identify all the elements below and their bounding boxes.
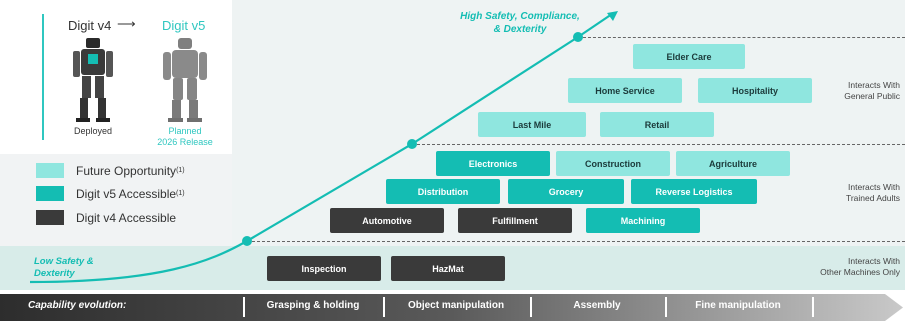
digit-v5-title: Digit v5 [162, 18, 206, 33]
opportunity-electronics: Electronics [436, 151, 550, 176]
high-safety-label: High Safety, Compliance, & Dexterity [430, 10, 610, 36]
stage-divider [383, 297, 385, 317]
high-safety-line2: & Dexterity [493, 24, 547, 35]
stage-grasping-holding: Grasping & holding [266, 300, 360, 311]
legend-swatch-future [36, 163, 64, 178]
opportunity-hazmat: HazMat [391, 256, 505, 281]
digit-v5-robot-image [163, 38, 207, 122]
opportunity-elder-care: Elder Care [633, 44, 745, 69]
opportunity-grocery: Grocery [508, 179, 624, 204]
tier-label-trained-adults-line1: Interacts With [848, 182, 900, 192]
version-panel-accent-line [42, 14, 44, 140]
legend-label-v5: Digit v5 Accessible [76, 186, 177, 201]
digit-v4-title: Digit v4 [68, 18, 112, 33]
digit-v4-status: Deployed [73, 126, 113, 136]
stage-assembly: Assembly [573, 300, 621, 311]
legend-footnote-future: (1) [176, 167, 185, 174]
tier-divider-top [578, 37, 905, 38]
opportunity-last-mile: Last Mile [478, 112, 586, 137]
stage-divider [812, 297, 814, 317]
opportunity-distribution: Distribution [386, 179, 500, 204]
tier-label-general-public-line1: Interacts With [848, 80, 900, 90]
high-safety-line1: High Safety, Compliance, [460, 11, 580, 22]
tier-divider-bottom [247, 241, 905, 242]
tier-divider-middle [412, 144, 905, 145]
legend-item-future: Future Opportunity(1) [36, 163, 185, 178]
opportunity-agriculture: Agriculture [676, 151, 790, 176]
stage-fine-manipulation: Fine manipulation [695, 300, 781, 311]
curve-arrowhead [607, 11, 618, 21]
curve-point-mid [407, 139, 417, 149]
tier-label-other-machines: Interacts With Other Machines Only [790, 256, 900, 278]
opportunity-automotive: Automotive [330, 208, 444, 233]
stage-divider [530, 297, 532, 317]
stage-object-manipulation: Object manipulation [407, 300, 505, 311]
tier-label-trained-adults-line2: Trained Adults [845, 193, 900, 203]
legend-item-v4: Digit v4 Accessible [36, 210, 176, 225]
capability-evolution-bar [0, 294, 903, 321]
opportunity-hospitality: Hospitality [698, 78, 812, 103]
low-safety-line1: Low Safety & [34, 256, 94, 267]
capability-evolution-label: Capability evolution: [28, 300, 127, 311]
curve-point-high [573, 32, 583, 42]
legend-item-v5: Digit v5 Accessible(1) [36, 186, 185, 201]
version-arrow-icon: ⟶ [117, 16, 136, 31]
low-safety-label: Low Safety & Dexterity [34, 256, 94, 280]
stage-divider [665, 297, 667, 317]
stage-divider [243, 297, 245, 317]
tier-label-other-machines-line2: Other Machines Only [820, 267, 900, 277]
tier-label-trained-adults: Interacts With Trained Adults [790, 182, 900, 204]
opportunity-inspection: Inspection [267, 256, 381, 281]
opportunity-fulfillment: Fulfillment [458, 208, 572, 233]
curve-point-low [242, 236, 252, 246]
opportunity-construction: Construction [556, 151, 670, 176]
opportunity-home-service: Home Service [568, 78, 682, 103]
legend-swatch-v5 [36, 186, 64, 201]
legend-footnote-v5: (1) [176, 190, 185, 197]
tier-label-other-machines-line1: Interacts With [848, 256, 900, 266]
opportunity-reverse-logistics: Reverse Logistics [631, 179, 757, 204]
legend-label-future: Future Opportunity [76, 163, 177, 178]
digit-v5-status-line1: Planned [168, 126, 202, 136]
opportunity-retail: Retail [600, 112, 714, 137]
digit-v4-robot-image [73, 38, 113, 122]
digit-v5-status: Planned 2026 Release [150, 126, 220, 148]
tier-label-general-public: Interacts With General Public [790, 80, 900, 102]
low-safety-line2: Dexterity [34, 268, 75, 279]
opportunity-machining: Machining [586, 208, 700, 233]
digit-v5-status-line2: 2026 Release [157, 137, 213, 147]
tier-label-general-public-line2: General Public [844, 91, 900, 101]
legend-swatch-v4 [36, 210, 64, 225]
legend-label-v4: Digit v4 Accessible [76, 210, 177, 225]
